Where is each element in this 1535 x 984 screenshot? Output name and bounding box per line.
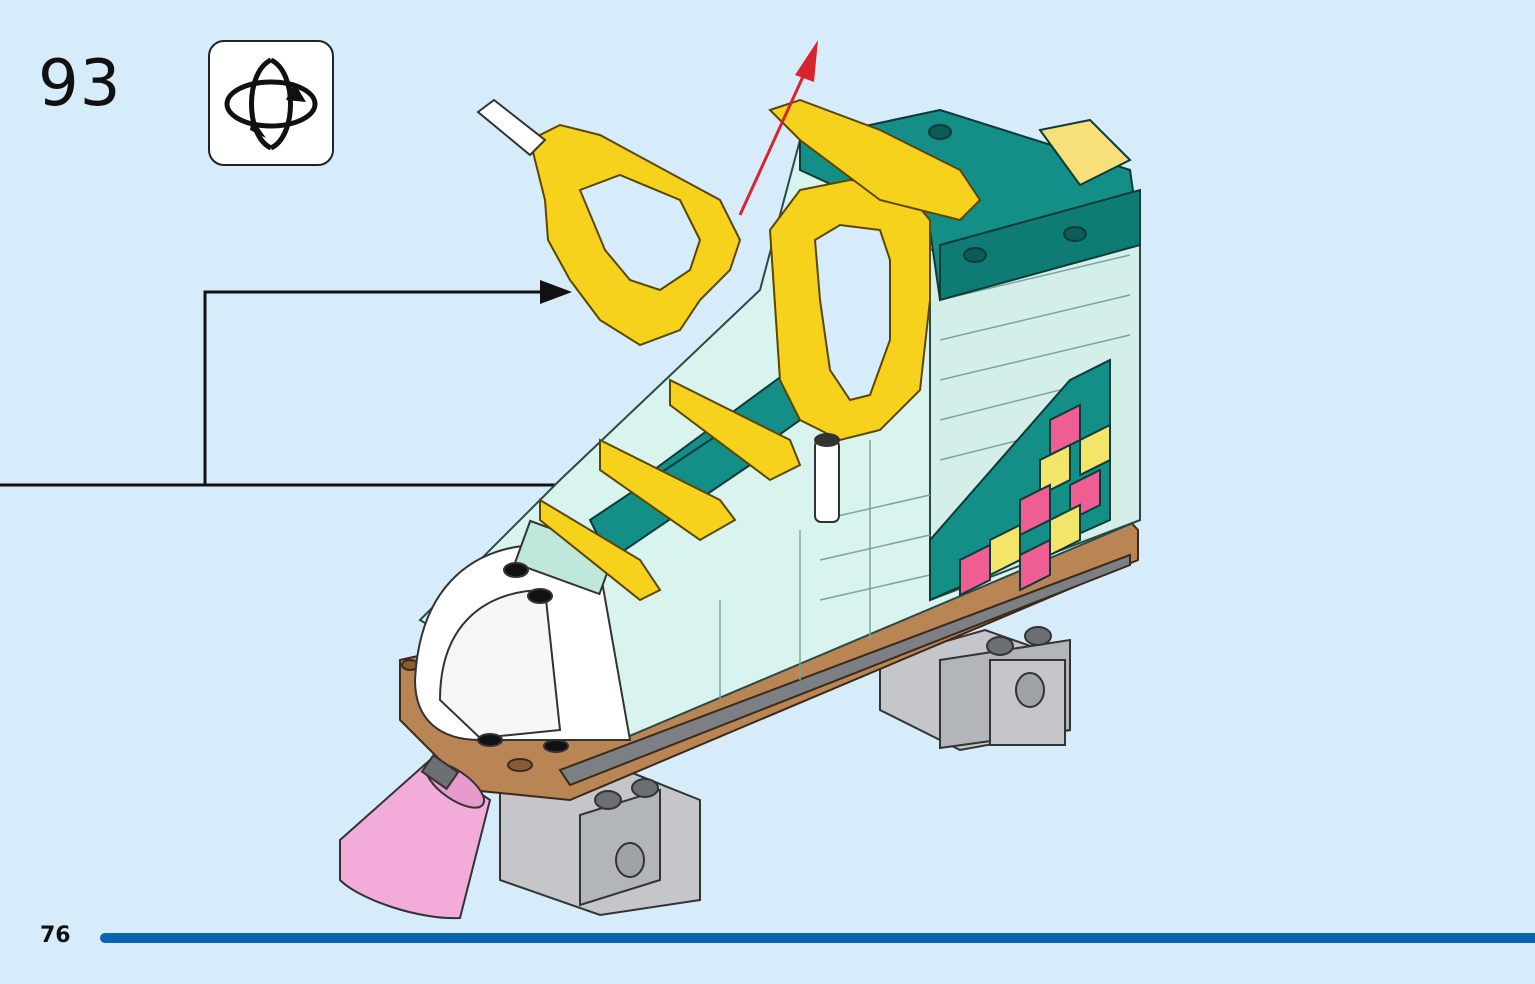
step-number: 93: [38, 47, 122, 121]
rotate-model-icon: [224, 57, 318, 151]
toe-cap: [413, 519, 632, 753]
lace-tips: [476, 98, 840, 523]
mosaic-patch: [929, 358, 1111, 602]
direction-arrow: [738, 40, 818, 216]
yellow-laces: [528, 98, 982, 442]
pink-toe-stopper: [339, 753, 492, 920]
footer-bar: [100, 933, 1535, 943]
page-number: 76: [40, 923, 71, 948]
rotate-model-button[interactable]: [208, 40, 334, 166]
callout-arrowhead-upper: [540, 280, 572, 304]
wheel-block-rear: [879, 626, 1071, 752]
yellow-straps: [539, 378, 802, 602]
